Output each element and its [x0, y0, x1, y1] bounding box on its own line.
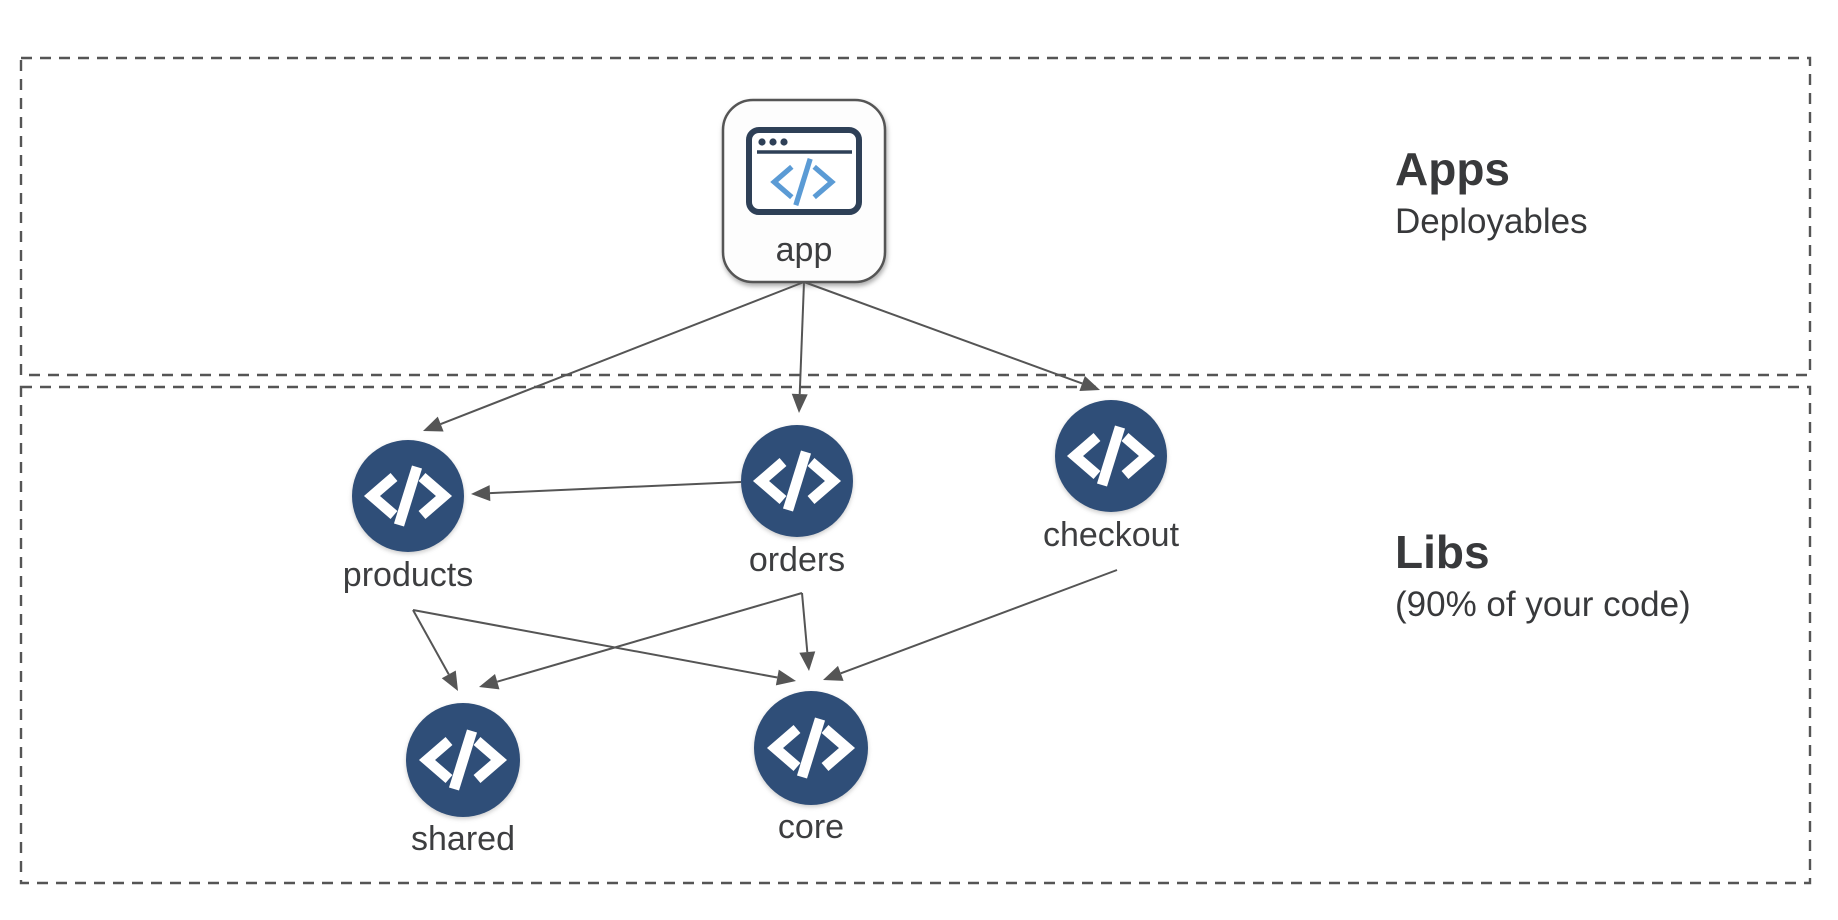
node-label: orders	[749, 541, 845, 579]
code-icon	[752, 450, 842, 512]
code-icon	[1066, 425, 1156, 487]
edge-line	[801, 592, 809, 653]
code-icon	[418, 729, 508, 791]
node-shared: shared	[406, 703, 520, 858]
libs-section-title: Libs	[1395, 526, 1490, 578]
arrowhead-icon	[775, 669, 796, 686]
arrowhead-icon	[441, 670, 458, 691]
browser-code-icon	[746, 127, 862, 215]
apps-section-title: Apps	[1395, 143, 1510, 195]
edge-line	[496, 592, 803, 683]
edge-orders-to-products	[471, 481, 742, 502]
node-label: products	[343, 556, 473, 594]
arrowhead-icon	[1079, 375, 1100, 392]
edge-orders-to-shared	[479, 592, 803, 690]
edge-line	[798, 281, 805, 395]
arrowhead-icon	[799, 651, 816, 671]
arrowhead-icon	[423, 416, 444, 432]
arrowhead-icon	[823, 665, 844, 681]
edge-app-to-products	[423, 281, 805, 432]
arrowhead-icon	[791, 393, 808, 413]
edge-orders-to-core	[799, 592, 816, 671]
node-checkout: checkout	[1043, 400, 1180, 554]
edge-app-to-orders	[791, 281, 808, 413]
node-app: app	[721, 98, 887, 284]
edge-products-to-core	[412, 609, 796, 686]
node-label: checkout	[1043, 516, 1180, 554]
node-label: app	[776, 231, 833, 269]
code-icon	[363, 465, 453, 527]
edge-line	[489, 481, 742, 495]
code-icon	[766, 717, 856, 779]
edge-line	[840, 569, 1118, 675]
node-orders: orders	[741, 425, 853, 579]
apps-boundary	[19, 56, 1812, 377]
node-label: core	[778, 808, 844, 846]
node-label: shared	[411, 820, 515, 858]
node-core: core	[754, 691, 868, 846]
arrowhead-icon	[479, 674, 500, 690]
edge-app-to-checkout	[803, 281, 1100, 392]
edge-products-to-shared	[412, 609, 458, 691]
edge-checkout-to-core	[823, 569, 1118, 681]
edge-line	[440, 281, 805, 426]
edge-line	[412, 609, 778, 679]
arrowhead-icon	[471, 485, 491, 502]
edge-line	[412, 609, 450, 675]
apps-section-subtitle: Deployables	[1395, 202, 1588, 241]
edge-line	[803, 281, 1083, 385]
node-products: products	[343, 440, 473, 594]
libs-section-subtitle: (90% of your code)	[1395, 585, 1691, 624]
libs-boundary	[19, 385, 1812, 885]
